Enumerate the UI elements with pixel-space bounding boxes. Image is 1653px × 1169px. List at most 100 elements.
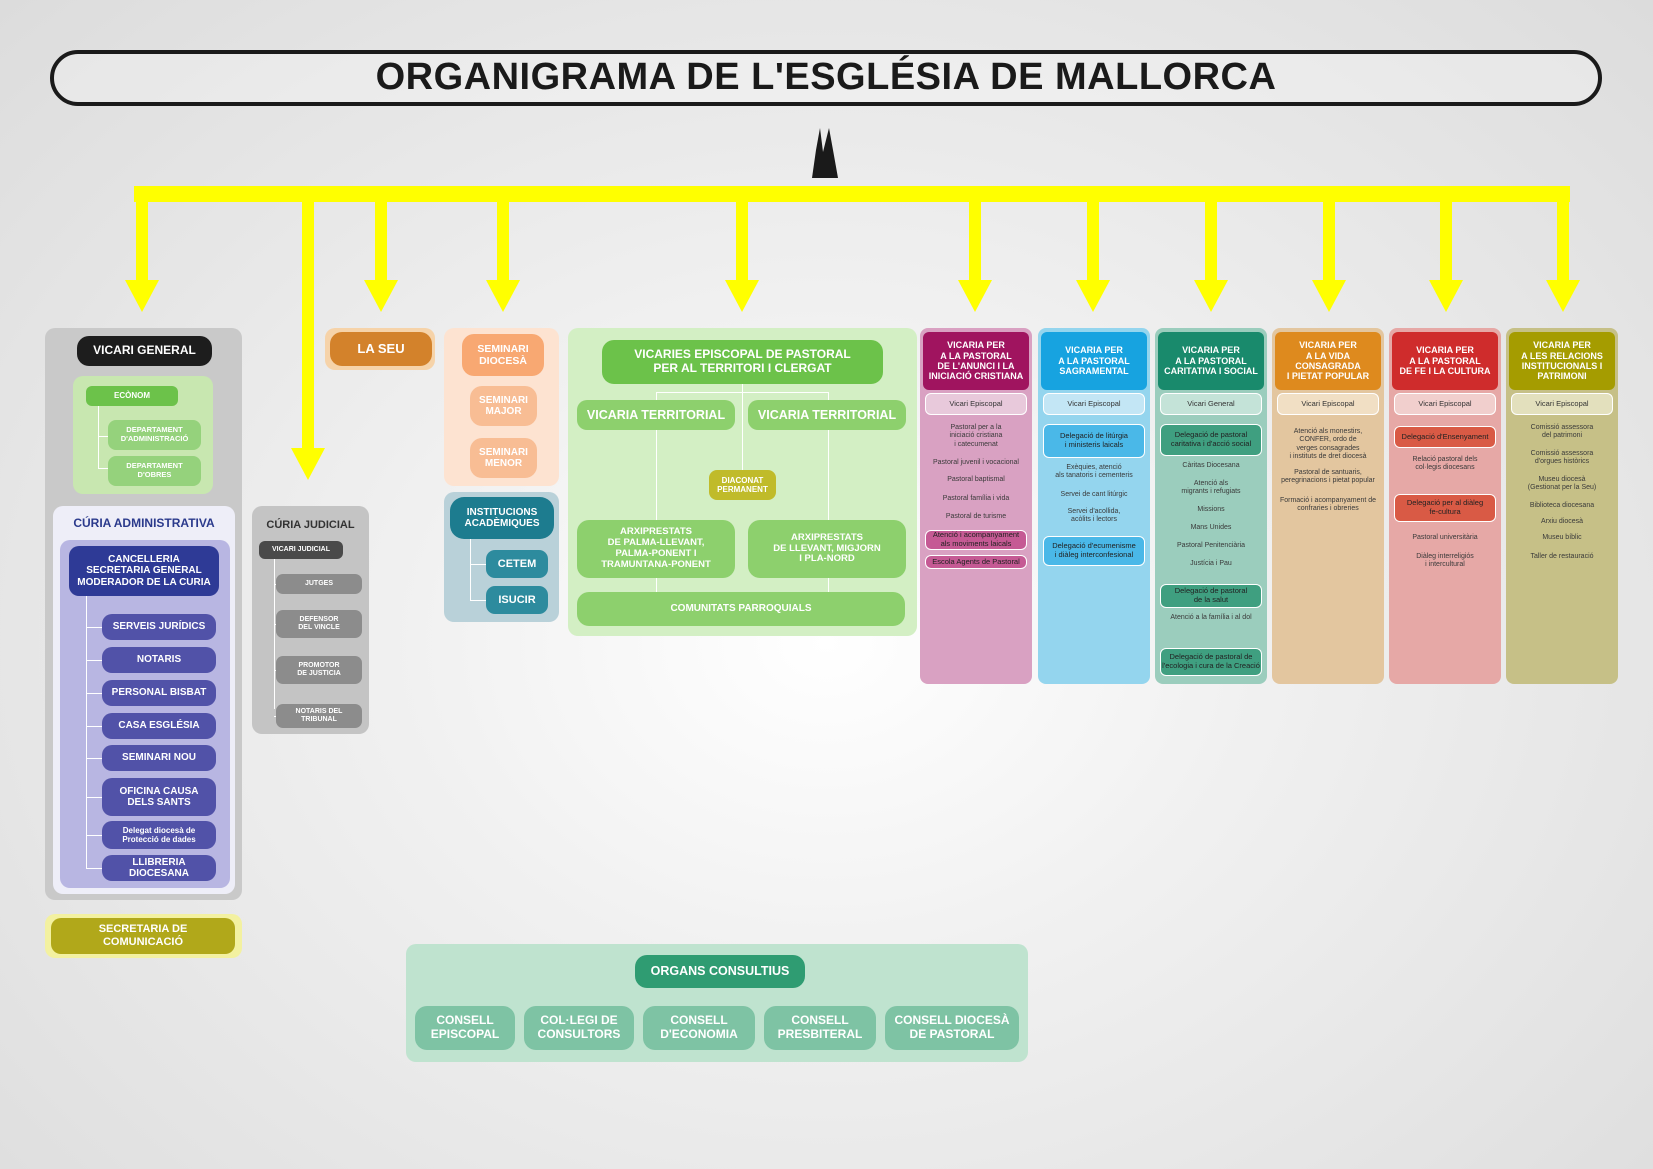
vicaria-head: VICARIA PER A LA VIDA CONSAGRADA I PIETA… <box>1275 332 1381 390</box>
arrow-head <box>486 280 520 312</box>
v6-item: Museu diocesà (Gestionat per la Seu) <box>1527 476 1597 492</box>
arrow-shaft <box>375 194 387 280</box>
organs-title: ORGANS CONSULTIUS <box>635 955 805 988</box>
seminari-menor: SEMINARI MENOR <box>470 438 537 478</box>
vicaria-head: VICARIA PER A LA PASTORAL DE L'ANUNCI I … <box>923 332 1029 390</box>
curia-item: OFICINA CAUSA DELS SANTS <box>102 778 216 816</box>
arrow-head <box>1312 280 1346 312</box>
vicaria-head: VICARIA PER A LA PASTORAL DE FE I LA CUL… <box>1392 332 1498 390</box>
v3-box: Delegació de pastoral de l'ecologia i cu… <box>1160 648 1262 676</box>
organ-item: CONSELL DIOCESÀ DE PASTORAL <box>885 1006 1019 1050</box>
v2-box: Delegació de litúrgia i ministeris laica… <box>1043 424 1145 458</box>
vicaria-territorial-2: VICARIA TERRITORIAL <box>748 400 906 430</box>
arrow-head <box>958 280 992 312</box>
v3-item: Atenció als migrants i refugiats <box>1181 480 1241 496</box>
curia-item: SERVEIS JURÍDICS <box>102 614 216 640</box>
connector <box>86 797 102 798</box>
v4-item: Atenció als monestirs, CONFER, ordo de v… <box>1289 428 1367 461</box>
vicari-role: Vicari Episcopal <box>1511 393 1613 415</box>
v1-box: Escola Agents de Pastoral <box>925 555 1027 569</box>
v3-item: Càritas Diocesana <box>1182 462 1240 469</box>
v5-box: Delegació d'Ensenyament <box>1394 426 1496 448</box>
curia-item: Delegat diocesà de Protecció de dades <box>102 821 216 849</box>
vicari-role: Vicari Episcopal <box>1394 393 1496 415</box>
curia-item: PERSONAL BISBAT <box>102 680 216 706</box>
arrow-shaft <box>969 194 981 280</box>
vicaria-column-4: VICARIA PER A LA VIDA CONSAGRADA I PIETA… <box>1272 328 1384 684</box>
v1-item: Pastoral juvenil i vocacional <box>933 459 1019 466</box>
vicari-role: Vicari Episcopal <box>1277 393 1379 415</box>
arrow-head <box>1194 280 1228 312</box>
vicaria-head: VICARIA PER A LA PASTORAL CARITATIVA I S… <box>1158 332 1264 390</box>
connector <box>86 660 102 661</box>
arrow-shaft <box>136 194 148 280</box>
organ-item: CONSELL D'ECONOMIA <box>643 1006 755 1050</box>
cetem: CETEM <box>486 550 548 578</box>
v6-item: Biblioteca diocesana <box>1529 502 1595 509</box>
vicari-role: Vicari General <box>1160 393 1262 415</box>
organ-item: COL·LEGI DE CONSULTORS <box>524 1006 634 1050</box>
arrow-head <box>125 280 159 312</box>
connector <box>86 758 102 759</box>
dep-administracio: DEPARTAMENT D'ADMINISTRACIÓ <box>108 420 201 450</box>
v6-item: Taller de restauració <box>1530 553 1594 560</box>
connector <box>86 627 102 628</box>
arrow-head <box>1546 280 1580 312</box>
v3-item: Mans Unides <box>1190 524 1232 531</box>
judicial-item: PROMOTOR DE JUSTICIA <box>276 656 362 684</box>
v6-item: Comissió assessora del patrimoni <box>1530 424 1594 440</box>
page-title: ORGANIGRAMA DE L'ESGLÉSIA DE MALLORCA <box>375 56 1277 98</box>
arrow-shaft <box>497 194 509 280</box>
arrow-head <box>725 280 759 312</box>
title-frame <box>50 50 1602 106</box>
vicari-role: Vicari Episcopal <box>1043 393 1145 415</box>
arrow-shaft <box>736 194 748 280</box>
v1-item: Pastoral de turisme <box>945 513 1007 520</box>
arrow-head <box>291 448 325 480</box>
arrow-head <box>364 280 398 312</box>
v3-item: Pastoral Penitenciària <box>1176 542 1246 549</box>
la-seu: LA SEU <box>330 332 432 366</box>
territori-title: VICARIES EPISCOPAL DE PASTORAL PER AL TE… <box>602 340 883 384</box>
v3-box: Delegació de pastoral caritativa i d'acc… <box>1160 424 1262 456</box>
vicari-general-label: VICARI GENERAL <box>77 336 212 366</box>
arrow-shaft <box>1205 194 1217 280</box>
v2-box: Delegació d'ecumenisme i diàleg intercon… <box>1043 536 1145 566</box>
arrow-shaft <box>1557 194 1569 280</box>
vicaria-column-1: VICARIA PER A LA PASTORAL DE L'ANUNCI I … <box>920 328 1032 684</box>
curia-item: LLIBRERIA DIOCESANA <box>102 855 216 881</box>
v1-item: Pastoral família i vida <box>942 495 1010 502</box>
vicaria-territorial-1: VICARIA TERRITORIAL <box>577 400 735 430</box>
v1-box: Atenció i acompanyament als moviments la… <box>925 530 1027 550</box>
v6-item: Museu bíblic <box>1542 534 1582 541</box>
dep-obres: DEPARTAMENT D'OBRES <box>108 456 201 486</box>
curia-admin-title: CÚRIA ADMINISTRATIVA <box>73 516 215 530</box>
connector <box>86 868 102 869</box>
arxiprestats-2: ARXIPRESTATS DE LLEVANT, MIGJORN I PLA-N… <box>748 520 906 578</box>
v2-item: Servei d'acollida, acòlits i lectors <box>1067 508 1121 524</box>
institucions-title: INSTITUCIONS ACADÈMIQUES <box>450 497 554 539</box>
curia-item: CASA ESGLÉSIA <box>102 713 216 739</box>
isucir: ISUCIR <box>486 586 548 614</box>
v2-item: Exèquies, atenció als tanatoris i cement… <box>1055 464 1133 480</box>
secretaria-comunicacio: SECRETARIA DE COMUNICACIÓ <box>51 918 235 954</box>
v2-item: Servei de cant litúrgic <box>1060 491 1128 498</box>
judicial-item: JUTGES <box>276 574 362 594</box>
connector <box>86 726 102 727</box>
seminari-major: SEMINARI MAJOR <box>470 386 537 426</box>
vicaria-column-6: VICARIA PER A LES RELACIONS INSTITUCIONA… <box>1506 328 1618 684</box>
curia-judicial-title: CÚRIA JUDICIAL <box>266 519 355 531</box>
arxiprestats-1: ARXIPRESTATS DE PALMA-LLEVANT, PALMA-PON… <box>577 520 735 578</box>
cancelleria-box: CANCELLERIA SECRETARIA GENERAL MODERADOR… <box>69 546 219 596</box>
judicial-item: NOTARIS DEL TRIBUNAL <box>276 704 362 728</box>
v5-box: Delegació per al diàleg fe-cultura <box>1394 494 1496 522</box>
connector <box>86 835 102 836</box>
v4-item: Pastoral de santuaris, peregrinacions i … <box>1281 469 1375 485</box>
diaconat-permanent: DIACONAT PERMANENT <box>709 470 776 500</box>
arrow-shaft <box>1087 194 1099 280</box>
vicari-judicial: VICARI JUDICIAL <box>259 541 343 559</box>
v1-item: Pastoral baptismal <box>947 476 1005 483</box>
v4-item: Formació i acompanyament de confraries i… <box>1279 497 1377 513</box>
arrow-shaft <box>1440 194 1452 280</box>
